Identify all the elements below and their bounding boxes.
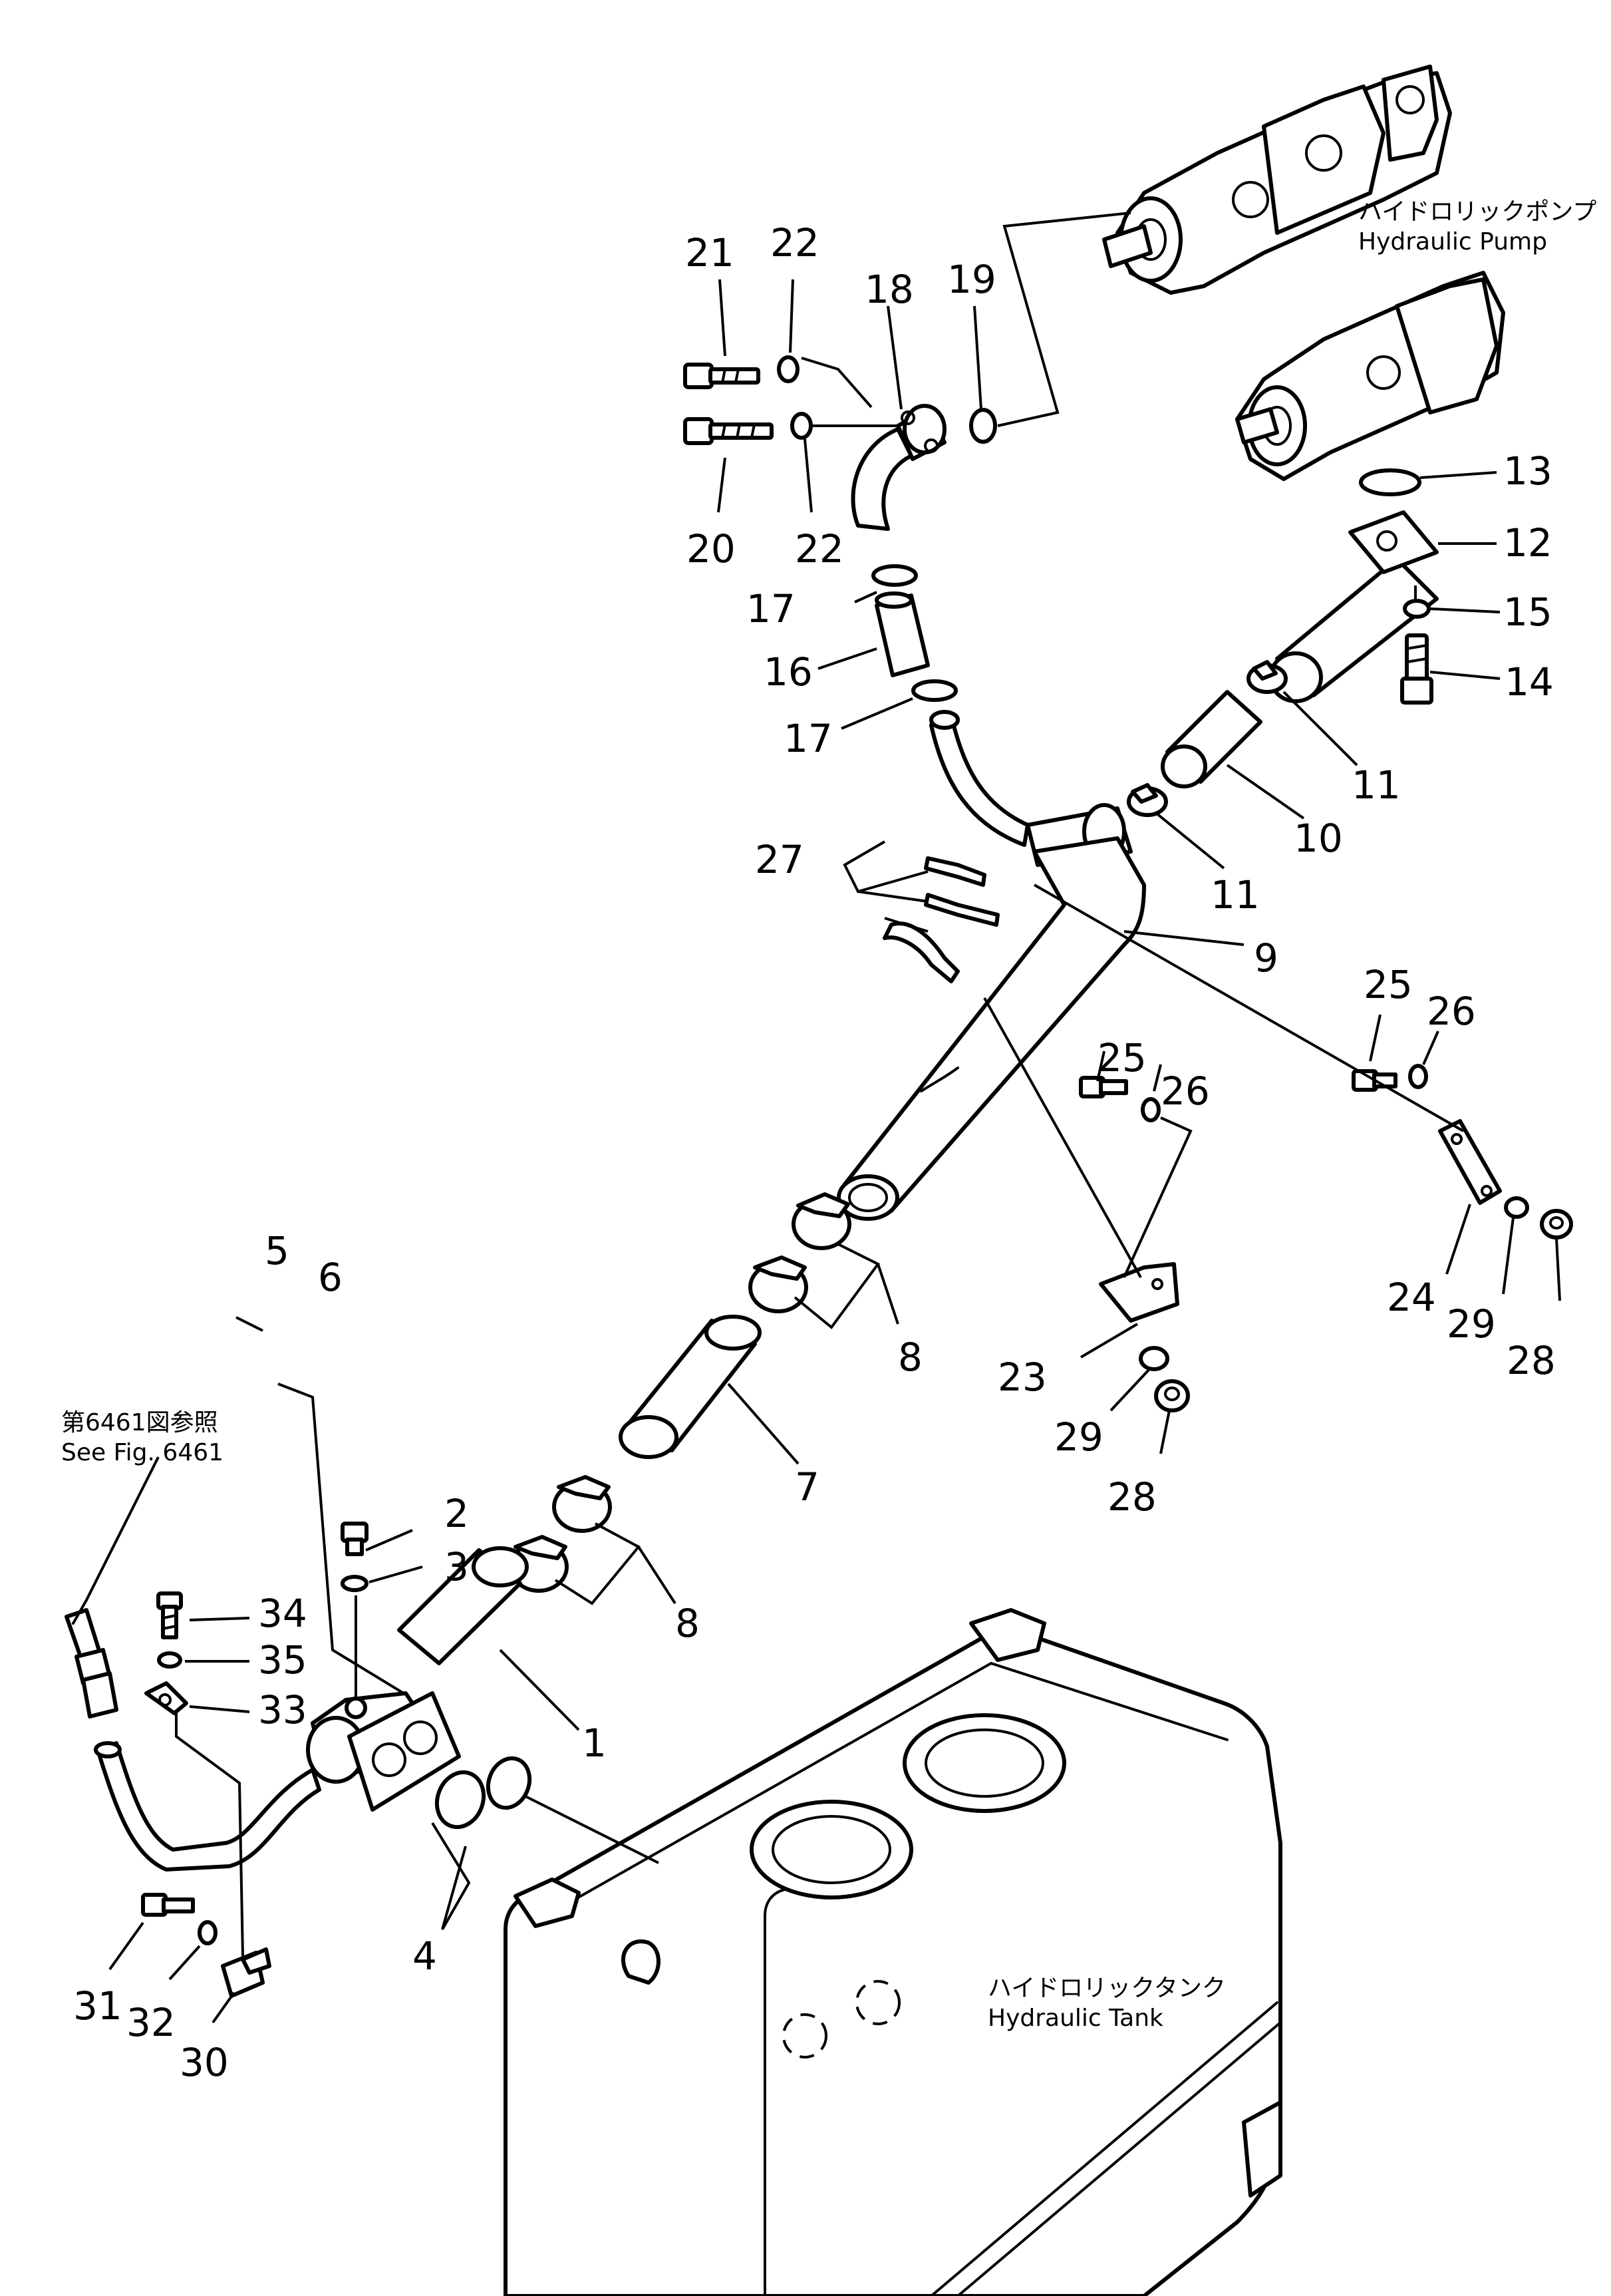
callout-16: 16 — [764, 649, 813, 695]
callout-25-right: 25 — [1364, 962, 1413, 1007]
clamps-8-upper — [748, 1192, 851, 1313]
callout-22-top: 22 — [770, 220, 819, 265]
washer-22-lower — [790, 412, 813, 440]
callout-10: 10 — [1294, 816, 1343, 861]
nut-28-right — [1540, 1209, 1573, 1239]
bracket-23 — [1099, 1262, 1179, 1323]
callout-8-lower: 8 — [675, 1601, 700, 1646]
callout-3: 3 — [444, 1544, 469, 1589]
flange-elbow-18 — [851, 404, 947, 531]
washer-35 — [157, 1651, 182, 1669]
annotations: ハイドロリックポンプ Hydraulic Pump 第6461図参照 See F… — [61, 198, 1596, 2032]
pump-label-jp: ハイドロリックポンプ — [1358, 198, 1596, 226]
washer-22-upper — [777, 355, 800, 383]
suction-pipe-9 — [837, 710, 1146, 1221]
callout-29-right: 29 — [1447, 1301, 1496, 1347]
callout-18: 18 — [865, 267, 914, 312]
nut-28-left — [1154, 1379, 1190, 1412]
callout-35: 35 — [258, 1637, 307, 1683]
callout-numbers: 21 22 18 19 20 22 17 16 17 13 12 15 14 1… — [73, 220, 1556, 2085]
callout-32: 32 — [126, 2000, 176, 2045]
callout-28-right: 28 — [1507, 1338, 1556, 1383]
clamp-17-lower — [911, 679, 958, 702]
pump-label-en: Hydraulic Pump — [1358, 228, 1547, 255]
bolt-21 — [683, 363, 760, 389]
washer-26-right — [1408, 1064, 1428, 1089]
callout-8-upper: 8 — [898, 1335, 923, 1380]
callout-34: 34 — [258, 1591, 307, 1636]
o-ring-4a — [434, 1770, 486, 1830]
callout-24: 24 — [1387, 1275, 1436, 1320]
bolt-34 — [156, 1591, 183, 1639]
ref-label-jp: 第6461図参照 — [61, 1409, 218, 1436]
washer-3 — [341, 1575, 368, 1592]
clamp-17-upper — [871, 564, 918, 587]
callout-17-top: 17 — [746, 586, 796, 631]
callout-9: 9 — [1254, 935, 1278, 981]
clamp-11-lower — [1127, 783, 1168, 817]
hose-7 — [619, 1315, 762, 1459]
bolt-20 — [683, 417, 774, 445]
washer-29-left — [1139, 1346, 1169, 1371]
callout-20: 20 — [686, 526, 736, 572]
callout-31: 31 — [73, 1983, 122, 2029]
callout-22-bottom: 22 — [795, 526, 844, 572]
callout-26-left: 26 — [1161, 1068, 1210, 1114]
tank-label-jp: ハイドロリックタンク — [988, 1975, 1226, 2002]
callout-21: 21 — [685, 230, 734, 275]
bracket-30 — [221, 1947, 271, 1998]
callout-19: 19 — [947, 257, 996, 302]
callout-17-bottom: 17 — [784, 716, 833, 761]
callout-6: 6 — [318, 1255, 343, 1300]
bracket-24 — [1438, 1119, 1502, 1205]
callout-30: 30 — [180, 2040, 229, 2085]
callout-11-right: 11 — [1352, 762, 1401, 808]
hydraulic-pump-upper — [1102, 65, 1452, 295]
sensor-6461 — [65, 1599, 118, 1719]
clamps-8-lower — [509, 1475, 612, 1593]
bolt-14 — [1400, 633, 1433, 705]
hydraulic-tank — [504, 1608, 1282, 2296]
callout-14: 14 — [1505, 659, 1554, 705]
clamp-11-upper — [1246, 660, 1288, 694]
washer-29-right — [1504, 1196, 1529, 1219]
tank-label-en: Hydraulic Tank — [988, 2005, 1163, 2032]
o-ring-19 — [969, 408, 997, 444]
clamps-27 — [883, 856, 1000, 983]
callout-5: 5 — [265, 1228, 289, 1273]
hose-16 — [875, 591, 930, 677]
washer-26-left — [1141, 1097, 1161, 1122]
o-ring-4b — [486, 1756, 532, 1810]
callout-4: 4 — [412, 1933, 437, 1979]
hydraulic-pump-lower — [1235, 271, 1505, 481]
plug-2 — [341, 1522, 368, 1556]
callout-33: 33 — [258, 1687, 307, 1732]
bolt-31 — [141, 1893, 195, 1917]
callout-23: 23 — [998, 1355, 1047, 1400]
hose-10 — [1161, 690, 1262, 788]
callout-26-right: 26 — [1427, 989, 1476, 1034]
callout-29-left: 29 — [1054, 1414, 1103, 1460]
flange-pipe-12 — [1268, 510, 1439, 703]
bolt-25-left — [1079, 1076, 1128, 1098]
o-ring-13 — [1359, 468, 1421, 496]
callout-15: 15 — [1503, 589, 1552, 635]
callout-13: 13 — [1503, 448, 1552, 494]
leader-lines — [85, 212, 1561, 2024]
callout-7: 7 — [795, 1464, 819, 1510]
washer-15 — [1403, 599, 1431, 619]
callout-27: 27 — [755, 837, 804, 882]
drain-pipe — [94, 1741, 321, 1872]
washer-32 — [198, 1920, 218, 1945]
callout-12: 12 — [1503, 520, 1552, 566]
callout-28-left: 28 — [1107, 1474, 1157, 1520]
callout-11-left: 11 — [1211, 872, 1260, 917]
callout-1: 1 — [582, 1721, 607, 1766]
ref-label-en: See Fig. 6461 — [61, 1439, 223, 1466]
callout-25-left: 25 — [1098, 1035, 1147, 1080]
callout-2: 2 — [444, 1491, 469, 1536]
strainer-pipe-1 — [306, 1546, 529, 1812]
clip-33 — [144, 1681, 188, 1715]
